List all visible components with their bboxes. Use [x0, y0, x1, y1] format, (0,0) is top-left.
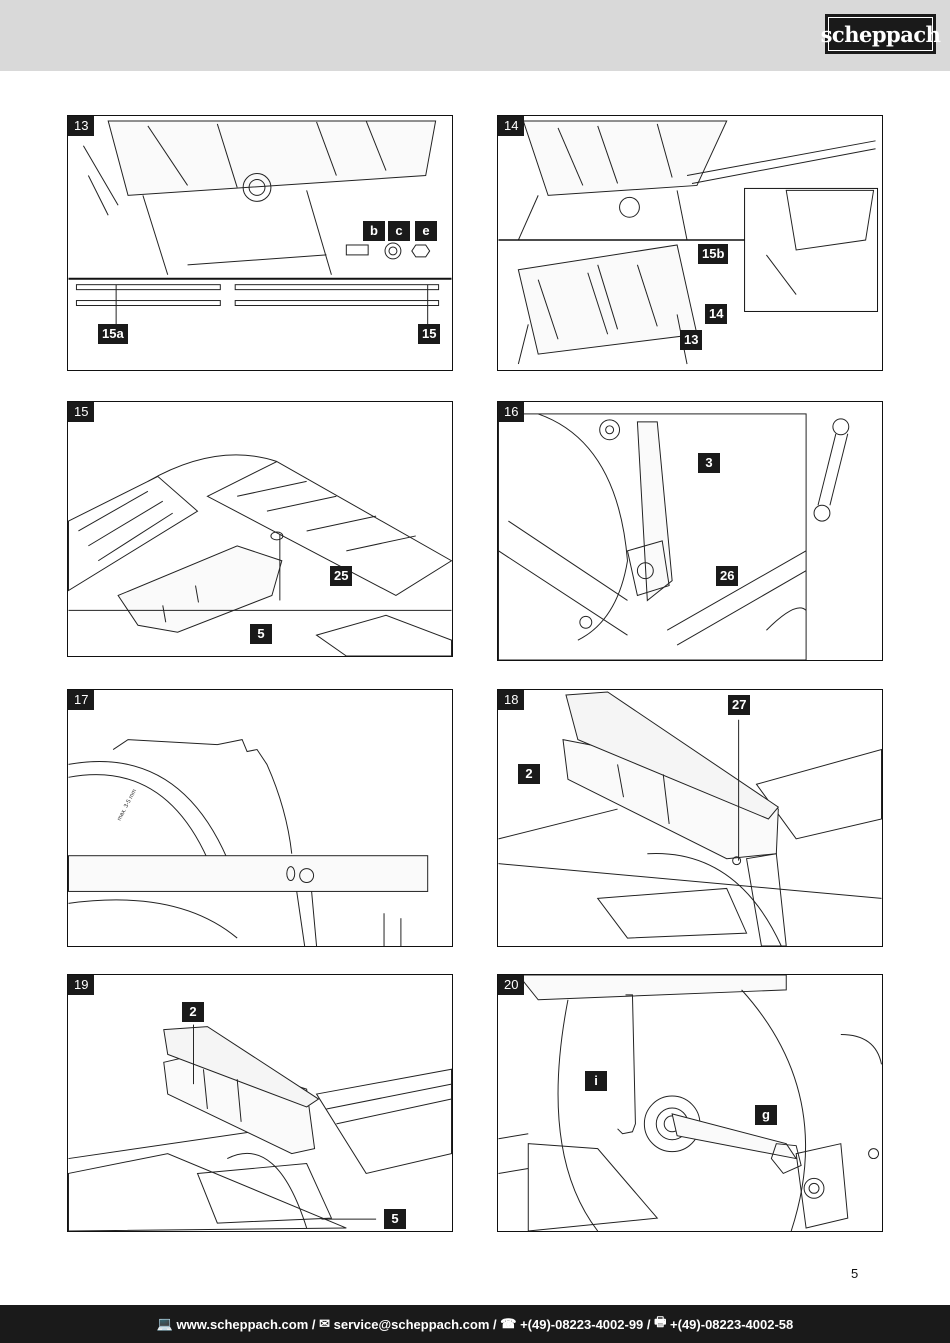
- callout-3: 3: [698, 453, 720, 473]
- scheppach-logo: scheppach: [821, 14, 941, 54]
- phone-icon: ☎: [500, 1316, 521, 1331]
- callout-13: 13: [680, 330, 703, 350]
- figure-17: 17 max. 3-5 mm: [67, 689, 453, 947]
- footer-separator: /: [308, 1316, 320, 1332]
- figure-14-number: 14: [498, 116, 525, 136]
- footer-email[interactable]: service@scheppach.com: [333, 1316, 490, 1332]
- footer-separator: /: [489, 1316, 501, 1332]
- figure-20: 20 i g: [497, 974, 883, 1232]
- callout-g: g: [755, 1105, 777, 1125]
- figure-20-number: 20: [498, 975, 525, 995]
- figure-18: 18 27 2: [497, 689, 883, 947]
- header-bar: scheppach: [0, 0, 950, 71]
- figure-16: 16 3 26: [497, 401, 883, 661]
- callout-26: 26: [716, 566, 739, 586]
- footer-bar: 💻 www.scheppach.com / ✉ service@scheppac…: [0, 1305, 950, 1343]
- callout-15a: 15a: [98, 324, 128, 344]
- figure-19-drawing: [68, 1024, 452, 1231]
- callout-5: 5: [250, 624, 272, 644]
- callout-c: c: [388, 221, 410, 241]
- figure-13-drawing: [68, 120, 452, 325]
- callout-15: 15: [418, 324, 441, 344]
- footer-website[interactable]: www.scheppach.com: [176, 1316, 309, 1332]
- figure-17-number: 17: [68, 690, 95, 710]
- figure-15-drawing: [68, 454, 452, 656]
- footer-fax: +(49)-08223-4002-58: [670, 1316, 794, 1332]
- callout-2: 2: [518, 764, 540, 784]
- figure-16-number: 16: [498, 402, 525, 422]
- email-icon: ✉: [319, 1316, 334, 1331]
- figure-18-drawing: [498, 691, 882, 946]
- figure-15: 15 25 5: [67, 401, 453, 657]
- callout-25: 25: [330, 566, 353, 586]
- callout-i: i: [585, 1071, 607, 1091]
- page-number: 5: [851, 1266, 859, 1281]
- figure-14: 14 15b 14 13: [497, 115, 883, 371]
- callout-14: 14: [705, 304, 728, 324]
- figure-17-drawing: max. 3-5 mm: [68, 739, 429, 946]
- footer-separator: /: [643, 1316, 655, 1332]
- callout-27: 27: [728, 695, 751, 715]
- figure-13: 13 b c e 15a 15: [67, 115, 453, 371]
- blade-gap-annotation: max. 3-5 mm: [117, 788, 139, 821]
- callout-b: b: [363, 221, 385, 241]
- callout-e: e: [415, 221, 437, 241]
- figure-19-number: 19: [68, 975, 95, 995]
- figure-18-number: 18: [498, 690, 525, 710]
- figure-13-number: 13: [68, 116, 95, 136]
- footer-phone: +(49)-08223-4002-99: [520, 1316, 644, 1332]
- figure-16-drawing: [498, 413, 850, 660]
- callout-2: 2: [182, 1002, 204, 1022]
- figure-19: 19 2 5: [67, 974, 453, 1232]
- figure-15-number: 15: [68, 402, 95, 422]
- figure-14-drawing: [498, 120, 879, 365]
- figure-20-drawing: [498, 975, 882, 1231]
- callout-15b: 15b: [698, 244, 729, 264]
- website-icon: 💻: [156, 1316, 177, 1331]
- fax-icon: 🖶: [654, 1314, 671, 1329]
- callout-5: 5: [384, 1209, 406, 1229]
